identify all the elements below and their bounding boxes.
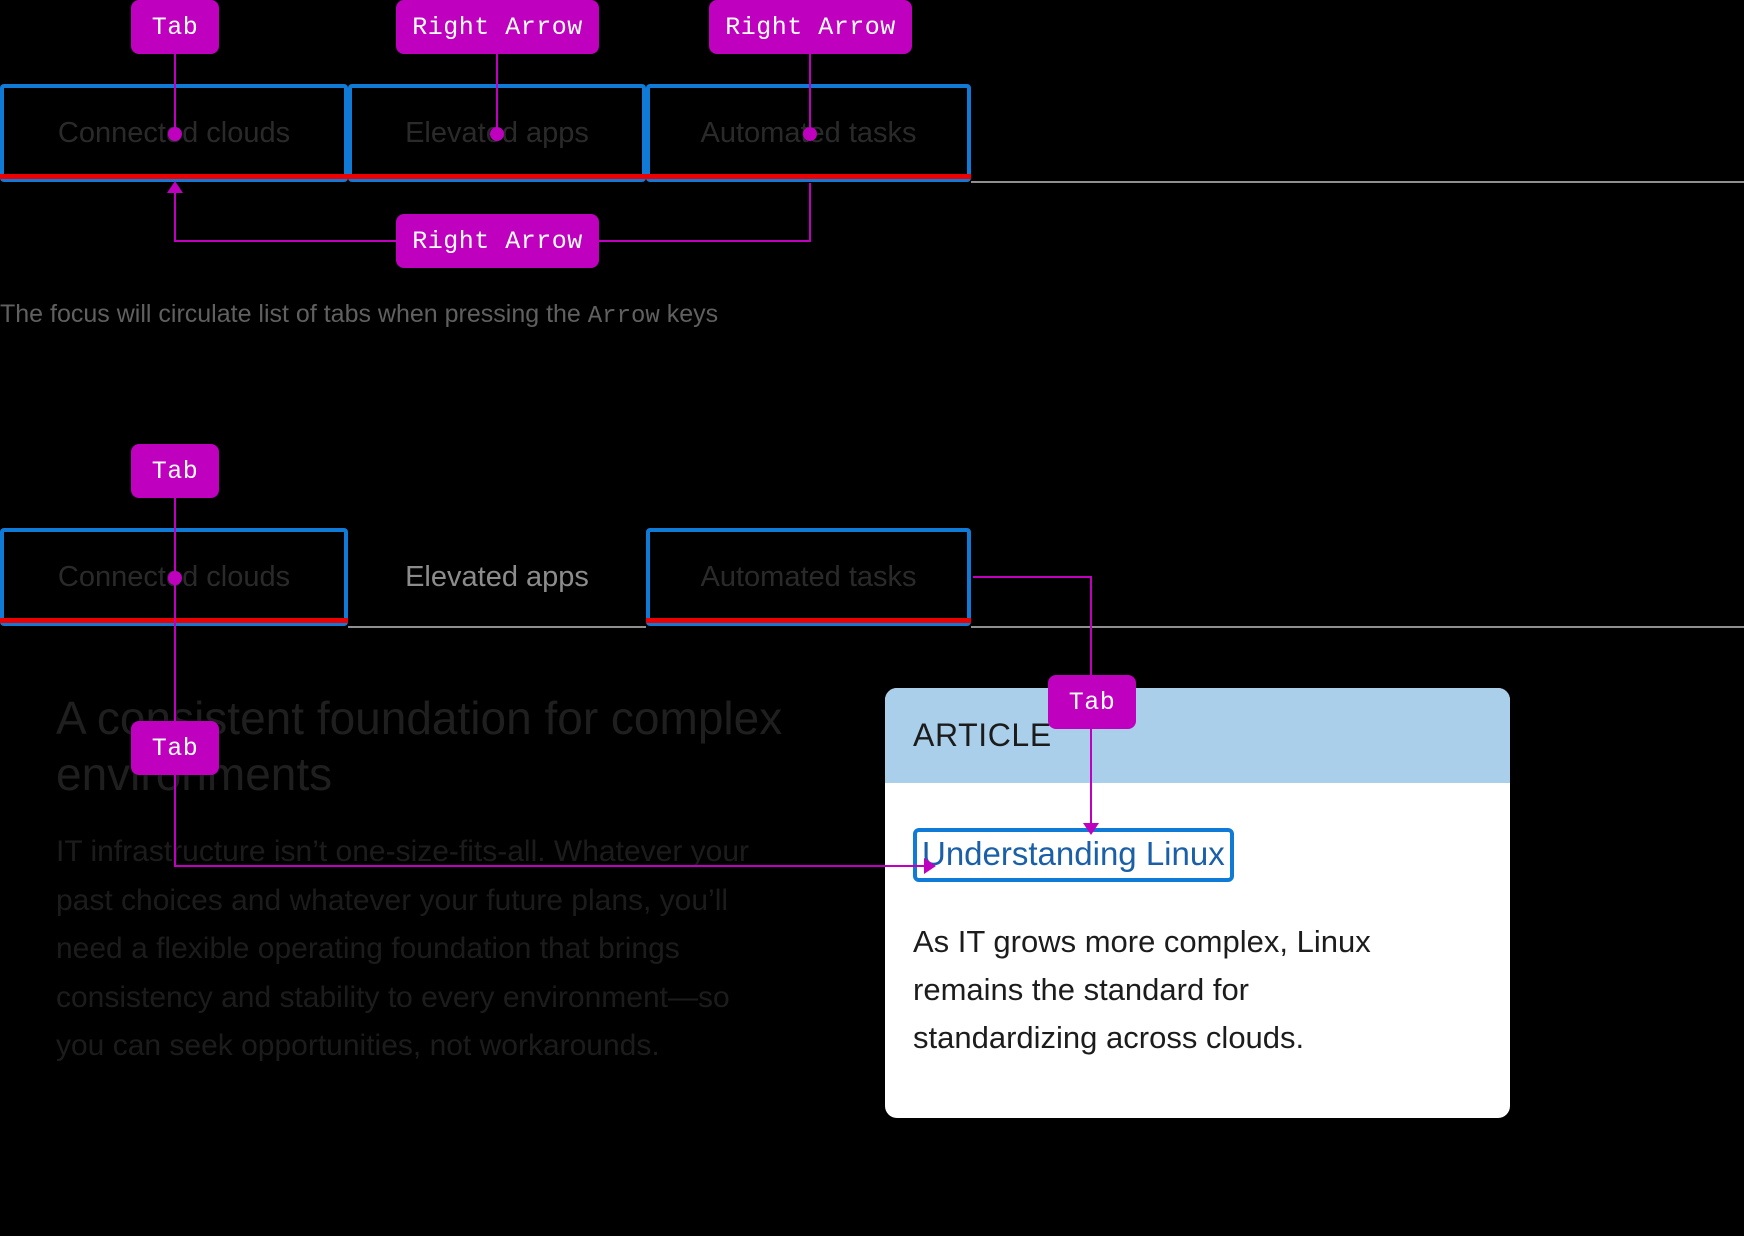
article-summary: As IT grows more complex, Linux remains … — [913, 924, 1371, 1056]
article-eyebrow: ARTICLE — [913, 717, 1052, 753]
connector-tab-4-arrowhead — [1083, 823, 1099, 835]
key-badge-right-arrow-2: Right Arrow — [709, 0, 912, 54]
connector-wrap-up — [174, 192, 176, 242]
connector-tab-3-run — [174, 865, 926, 867]
connector-dot-right-arrow-2 — [803, 127, 817, 141]
key-badge-right-arrow-1: Right Arrow — [396, 0, 599, 54]
connector-right-arrow-2 — [809, 54, 811, 134]
connector-tab-2 — [174, 498, 176, 580]
page-body-text: IT infrastructure isn’t one-size-fits-al… — [56, 835, 750, 1063]
tab-label: Automated tasks — [700, 560, 917, 593]
caption-mono-key: Arrow — [587, 303, 660, 330]
tab-active-underline — [646, 618, 971, 623]
tab-active-underline — [646, 174, 971, 179]
caption-text-after: keys — [659, 300, 719, 328]
connector-tab-3-arrowhead — [924, 858, 936, 874]
article-card: ARTICLE Understanding Linux As IT grows … — [885, 688, 1510, 1118]
connector-dot-tab-1 — [168, 127, 182, 141]
connector-tab-1 — [174, 54, 176, 134]
key-badge-right-arrow-3: Right Arrow — [396, 214, 599, 268]
connector-tab-4-run — [973, 576, 1092, 578]
tabbar-baseline-1 — [971, 181, 1744, 183]
key-badge-tab-1: Tab — [131, 0, 219, 54]
key-badge-tab-2: Tab — [131, 444, 219, 498]
connector-right-arrow-1 — [496, 54, 498, 134]
key-badge-tab-3: Tab — [131, 721, 219, 775]
tabbar-baseline-2-right — [971, 626, 1744, 628]
connector-dot-tab-2 — [168, 571, 182, 585]
connector-dot-right-arrow-1 — [490, 127, 504, 141]
tabbar-baseline-2-middle — [348, 626, 646, 628]
tab-active-underline — [348, 174, 646, 179]
article-link-understanding-linux[interactable]: Understanding Linux — [913, 828, 1234, 882]
article-card-header: ARTICLE — [885, 688, 1510, 783]
connector-tab-4-stem-upper — [1090, 576, 1092, 676]
caption-text-before: The focus will circulate list of tabs wh… — [0, 300, 588, 328]
tab-label: Elevated apps — [405, 560, 589, 593]
connector-tab-4-stem-lower — [1090, 729, 1092, 826]
connector-wrap-arrowhead — [167, 181, 183, 193]
tab-automated-tasks-2[interactable]: Automated tasks — [646, 528, 971, 626]
section-one-caption: The focus will circulate list of tabs wh… — [0, 300, 718, 330]
tab-active-underline — [0, 174, 348, 179]
article-card-body: Understanding Linux As IT grows more com… — [885, 783, 1510, 1062]
connector-wrap-down — [809, 183, 811, 241]
tab-elevated-apps-2[interactable]: Elevated apps — [348, 528, 646, 626]
key-badge-tab-4: Tab — [1048, 675, 1136, 729]
